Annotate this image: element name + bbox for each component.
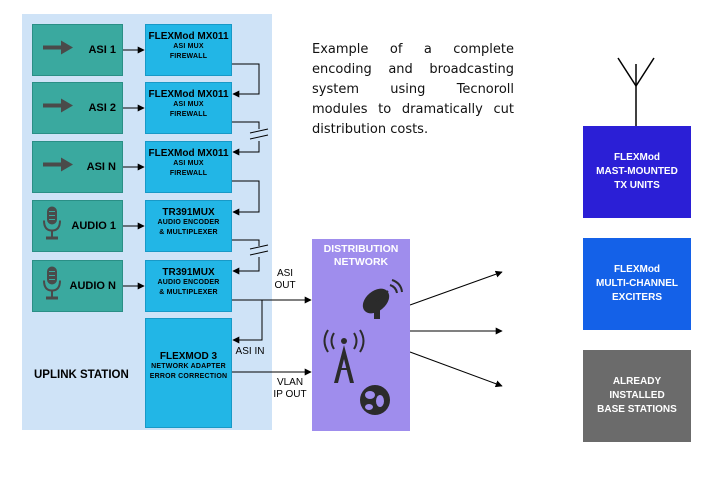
module-line: FIREWALL: [169, 111, 208, 118]
arrow-right-icon: [43, 157, 73, 177]
destination-line: ALREADY: [612, 376, 662, 387]
module-title: FLEXMod MX011: [148, 148, 229, 159]
source-label: AUDIO N: [69, 280, 116, 292]
destination-multi-channel-exciters: FLEXMod MULTI-CHANNEL EXCITERS: [583, 238, 691, 330]
distribution-network-box: DISTRIBUTION NETWORK: [312, 239, 410, 431]
vlan-ip-out-line: IP OUT: [273, 389, 307, 400]
destination-base-stations: ALREADY INSTALLED BASE STATIONS: [583, 350, 691, 442]
radio-tower-icon: [320, 329, 368, 390]
module-line: ASI MUX: [173, 101, 204, 108]
source-label: ASI N: [86, 161, 116, 173]
module-title: FLEXMod MX011: [148, 31, 229, 42]
microphone-icon: [41, 266, 63, 307]
microphone-icon: [41, 206, 63, 247]
module-tr391mux-n: TR391MUX AUDIO ENCODER & MULTIPLEXER: [145, 260, 232, 312]
source-audio-n: AUDIO N: [32, 260, 123, 312]
vlan-ip-out-label: VLAN IP OUT: [268, 377, 312, 401]
arrow-right-icon: [43, 98, 73, 118]
module-line: ASI MUX: [173, 160, 204, 167]
source-asi-2: ASI 2: [32, 82, 123, 134]
satellite-dish-icon: [358, 279, 404, 328]
module-title: FLEXMod MX011: [148, 89, 229, 100]
antenna-icon: [608, 56, 664, 131]
module-line: FIREWALL: [169, 170, 208, 177]
module-line: AUDIO ENCODER: [157, 219, 220, 226]
module-mx011-2: FLEXMod MX011 ASI MUX FIREWALL: [145, 82, 232, 134]
destination-line: BASE STATIONS: [597, 404, 677, 415]
module-title: TR391MUX: [162, 207, 215, 218]
module-mx011-1: FLEXMod MX011 ASI MUX FIREWALL: [145, 24, 232, 76]
destination-mast-mounted-tx: FLEXMod MAST-MOUNTED TX UNITS: [583, 126, 691, 218]
source-label: ASI 2: [88, 102, 116, 114]
asi-out-label: ASI OUT: [270, 268, 300, 292]
distribution-network-title: DISTRIBUTION NETWORK: [312, 243, 410, 269]
module-tr391mux-1: TR391MUX AUDIO ENCODER & MULTIPLEXER: [145, 200, 232, 252]
destination-line: INSTALLED: [609, 390, 665, 401]
source-audio-1: AUDIO 1: [32, 200, 123, 252]
globe-icon: [358, 383, 392, 422]
destination-line: FLEXMod: [613, 264, 661, 275]
description-text: Example of a complete encoding and broad…: [312, 42, 514, 137]
module-line: NETWORK ADAPTER: [151, 363, 226, 370]
module-line: & MULTIPLEXER: [159, 289, 218, 296]
module-line: FIREWALL: [169, 53, 208, 60]
asi-out-line: OUT: [274, 280, 296, 291]
module-line: AUDIO ENCODER: [157, 279, 220, 286]
module-line: & MULTIPLEXER: [159, 229, 218, 236]
arrow-right-icon: [43, 40, 73, 60]
module-line: ERROR CORRECTION: [149, 373, 228, 380]
module-title: TR391MUX: [162, 267, 215, 278]
asi-in-label: ASI IN: [235, 346, 265, 357]
destination-line: FLEXMod: [613, 152, 661, 163]
module-title: FLEXMOD 3: [159, 351, 218, 362]
vlan-ip-out-line: VLAN: [276, 377, 304, 388]
source-label: ASI 1: [88, 44, 116, 56]
module-flexmod-3: FLEXMOD 3 NETWORK ADAPTER ERROR CORRECTI…: [145, 318, 232, 428]
module-mx011-n: FLEXMod MX011 ASI MUX FIREWALL: [145, 141, 232, 193]
asi-out-line: ASI: [276, 268, 294, 279]
title-line: NETWORK: [333, 256, 389, 268]
uplink-station-label: UPLINK STATION: [34, 369, 129, 381]
title-line: DISTRIBUTION: [323, 243, 399, 255]
module-line: ASI MUX: [173, 43, 204, 50]
destination-line: MULTI-CHANNEL: [595, 278, 679, 289]
source-asi-n: ASI N: [32, 141, 123, 193]
destination-line: MAST-MOUNTED: [596, 166, 678, 177]
destination-line: TX UNITS: [614, 180, 660, 191]
source-asi-1: ASI 1: [32, 24, 123, 76]
source-label: AUDIO 1: [71, 220, 116, 232]
destination-line: EXCITERS: [611, 292, 662, 303]
